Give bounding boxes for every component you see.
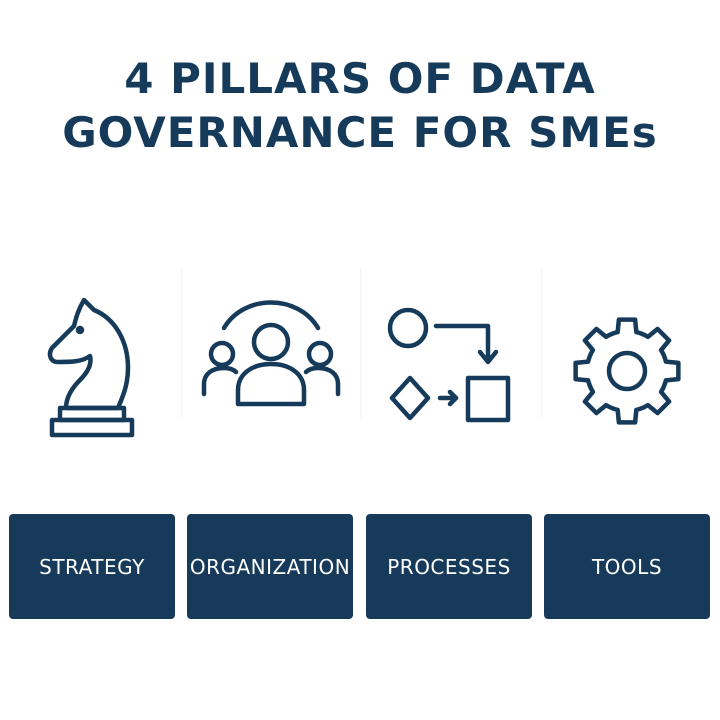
divider-1: [181, 268, 182, 418]
divider-3: [541, 268, 542, 418]
pillar-processes-label: PROCESSES: [387, 554, 511, 579]
pillar-strategy: STRATEGY: [9, 514, 175, 619]
pillar-organization-label: ORGANIZATION: [189, 554, 351, 579]
page-title: 4 PILLARS OF DATA GOVERNANCE FOR SMEs: [0, 52, 720, 160]
divider-2: [360, 268, 361, 418]
pillar-tools-label: TOOLS: [591, 554, 663, 579]
process-flow-icon: [384, 304, 516, 428]
pillar-tools: TOOLS: [544, 514, 710, 619]
chess-knight-icon: [40, 292, 150, 442]
people-group-icon: [198, 300, 344, 420]
title-line-1: 4 PILLARS OF DATA: [124, 54, 596, 103]
pillar-processes: PROCESSES: [366, 514, 532, 619]
title-line-2: GOVERNANCE FOR SMEs: [62, 108, 658, 157]
gear-icon: [572, 316, 682, 426]
pillar-strategy-label: STRATEGY: [39, 554, 145, 579]
pillar-organization: ORGANIZATION: [187, 514, 353, 619]
